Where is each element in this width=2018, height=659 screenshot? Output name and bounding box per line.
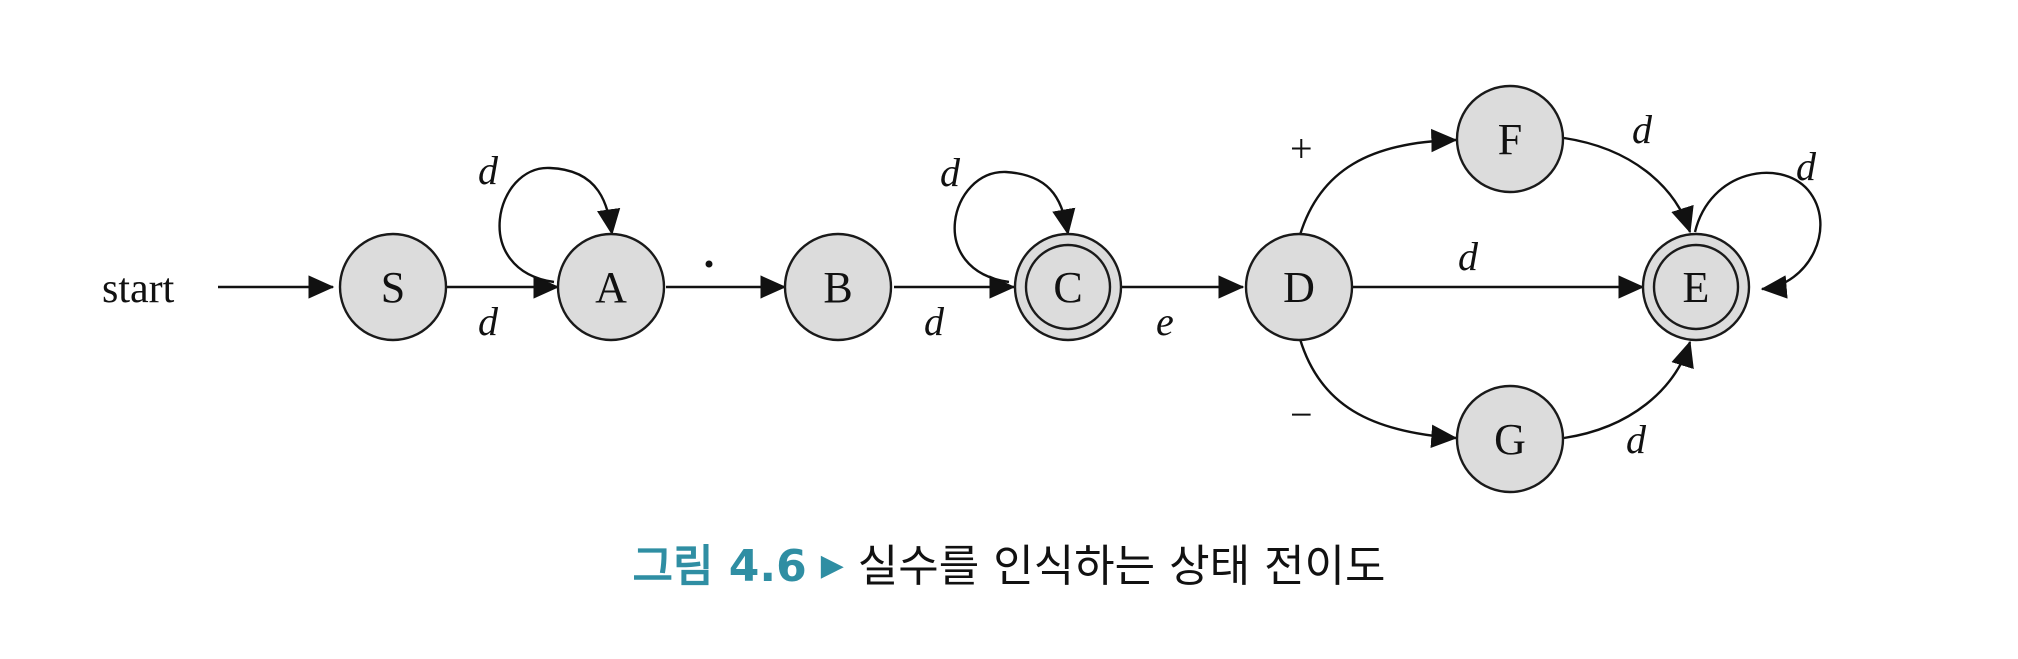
dot-label-mark [705,260,713,268]
caption-text: 실수를 인식하는 상태 전이도 [857,541,1386,592]
start-label: start [102,266,175,312]
edge-a-a-loop [498,166,621,284]
label-c-c: d [940,150,961,195]
state-s-label: S [381,263,405,312]
label-a-a: d [478,148,499,193]
state-a: A [556,232,666,342]
edge-f-e [1563,136,1694,234]
label-d-e: d [1458,234,1479,279]
state-c-accepting: C [1013,232,1123,342]
state-b: B [783,232,893,342]
label-d-f: + [1290,126,1313,171]
state-d-label: D [1283,263,1315,312]
figure-caption: 그림 4.6 ▶ 실수를 인식하는 상태 전이도 [0,530,2018,594]
state-s: S [338,232,448,342]
state-f-label: F [1498,115,1522,164]
state-a-label: A [595,263,627,312]
edge-d-g [1298,338,1458,448]
label-g-e: d [1626,417,1647,462]
state-g: G [1455,384,1565,494]
state-e-label: E [1683,263,1710,312]
label-b-c: d [924,299,945,344]
state-g-label: G [1494,415,1526,464]
state-f: F [1455,84,1565,194]
state-c-label: C [1053,263,1082,312]
state-d: D [1244,232,1354,342]
edge-d-f [1298,128,1458,236]
label-s-a: d [478,299,499,344]
label-d-g: − [1290,392,1313,437]
edge-g-e [1563,340,1694,440]
edge-c-c-loop [953,170,1076,284]
state-b-label: B [823,263,852,312]
label-c-d: e [1156,299,1174,344]
figure-number: 그림 4.6 [632,541,807,592]
label-f-e: d [1632,107,1653,152]
state-e-accepting: E [1641,232,1751,342]
edge-e-e-loop [1693,171,1822,299]
label-e-e: d [1796,144,1817,189]
right-triangle-icon: ▶ [820,548,844,583]
